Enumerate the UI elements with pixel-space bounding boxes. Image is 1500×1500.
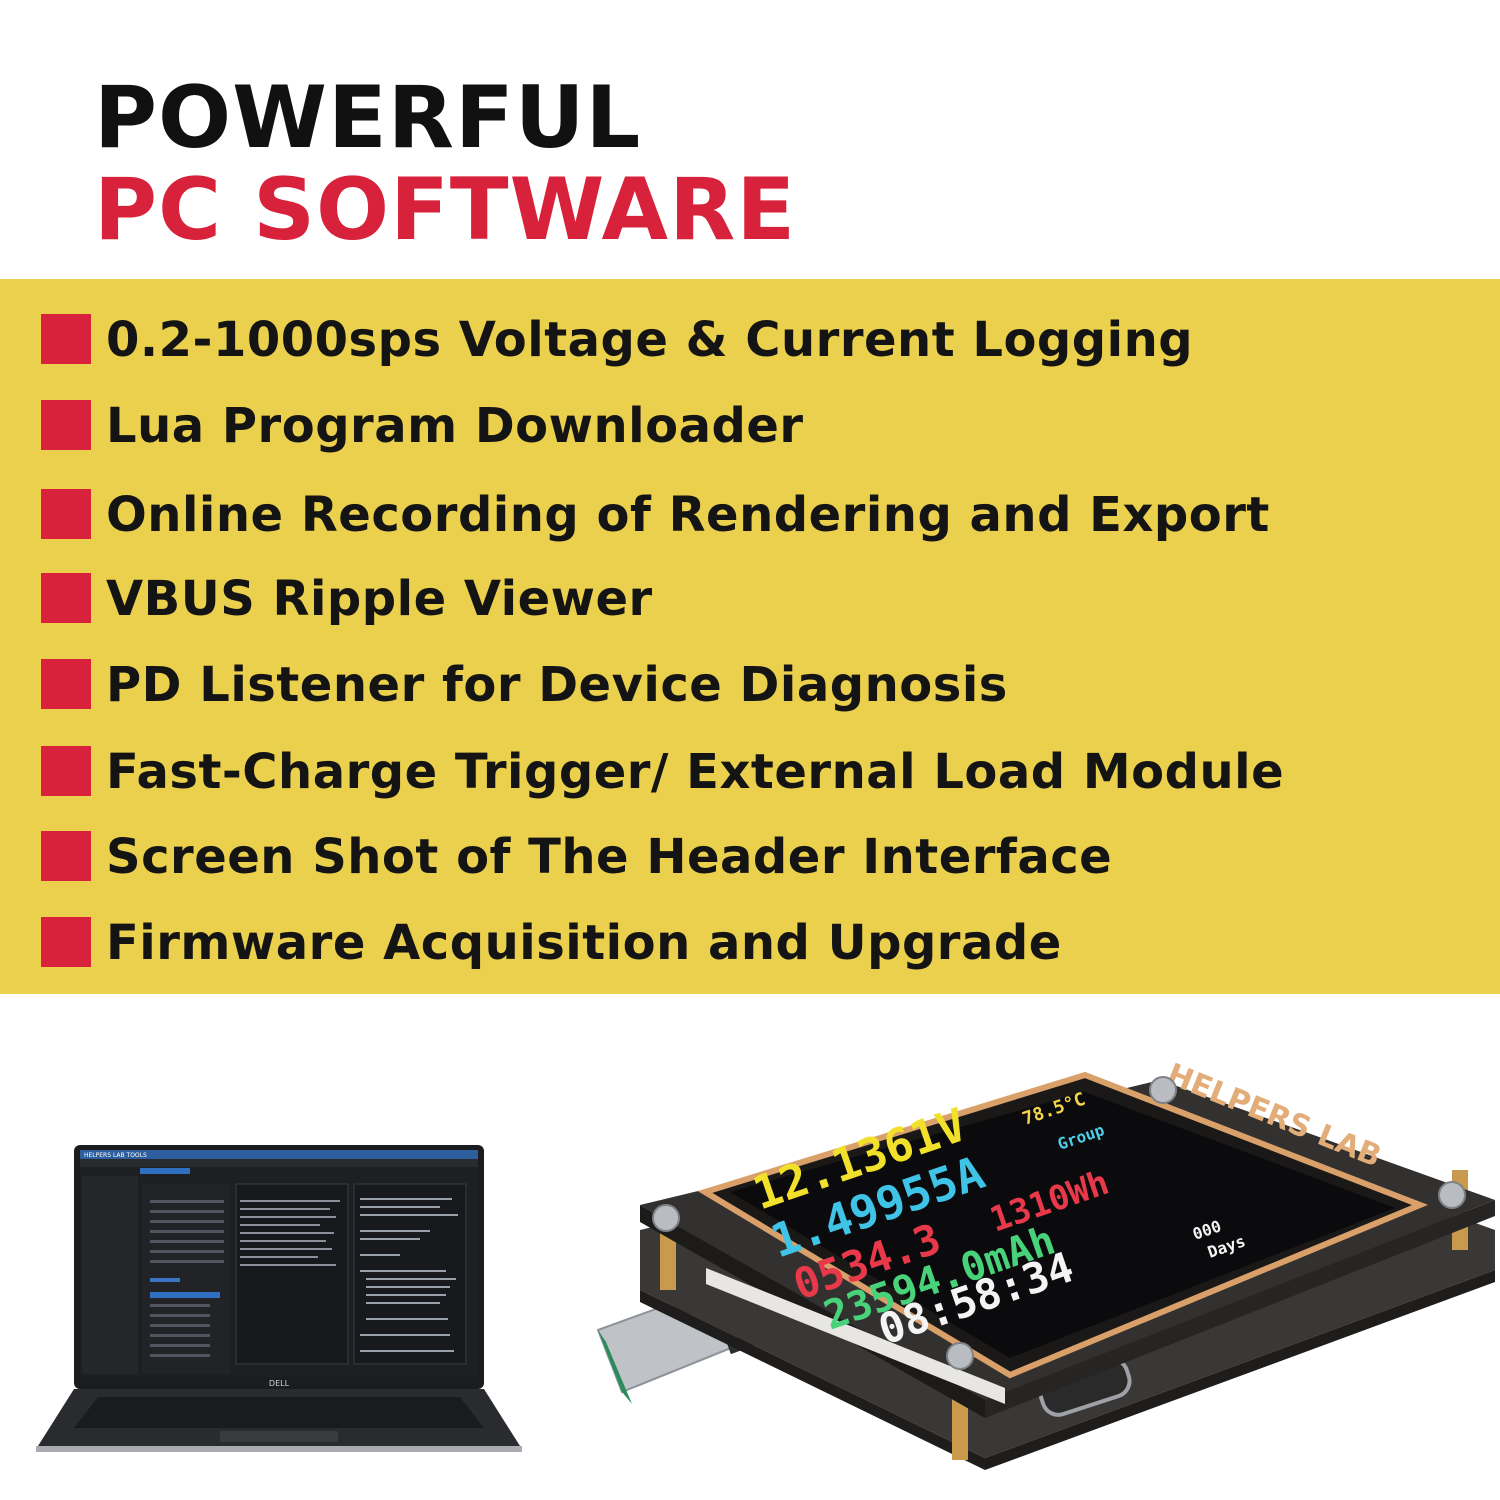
laptop-app-title: HELPERS LAB TOOLS (84, 1152, 147, 1159)
feature-item: 0.2-1000sps Voltage & Current Logging (0, 312, 1500, 394)
feature-label: Firmware Acquisition and Upgrade (106, 915, 1062, 971)
square-bullet-icon (41, 917, 91, 967)
laptop-illustration: HELPERS LAB TOOLS (36, 1145, 522, 1452)
headline-line-1: POWERFUL (94, 68, 642, 168)
feature-label: Online Recording of Rendering and Export (106, 487, 1270, 543)
screw-icon (946, 1342, 974, 1370)
feature-label: 0.2-1000sps Voltage & Current Logging (106, 312, 1194, 368)
square-bullet-icon (41, 573, 91, 623)
square-bullet-icon (41, 659, 91, 709)
usb-tester-illustration: 12.1361V 78.5°C Group 1.49955A 0534.3 13… (596, 1057, 1495, 1470)
screw-icon (1149, 1076, 1177, 1104)
feature-item: Online Recording of Rendering and Export (0, 487, 1500, 569)
square-bullet-icon (41, 314, 91, 364)
square-bullet-icon (41, 400, 91, 450)
square-bullet-icon (41, 831, 91, 881)
feature-item: PD Listener for Device Diagnosis (0, 657, 1500, 739)
product-photo: HELPERS LAB TOOLS (36, 1057, 1495, 1470)
feature-label: Screen Shot of The Header Interface (106, 829, 1113, 885)
feature-label: VBUS Ripple Viewer (106, 571, 653, 627)
headline-line-2: PC SOFTWARE (94, 160, 797, 260)
feature-item: Screen Shot of The Header Interface (0, 829, 1500, 911)
feature-item: Lua Program Downloader (0, 398, 1500, 480)
square-bullet-icon (41, 746, 91, 796)
feature-label: PD Listener for Device Diagnosis (106, 657, 1008, 713)
feature-label: Lua Program Downloader (106, 398, 804, 454)
feature-item: VBUS Ripple Viewer (0, 571, 1500, 653)
screw-icon (652, 1204, 680, 1232)
feature-item: Fast-Charge Trigger/ External Load Modul… (0, 744, 1500, 826)
screw-icon (1438, 1181, 1466, 1209)
feature-label: Fast-Charge Trigger/ External Load Modul… (106, 744, 1285, 800)
feature-item: Firmware Acquisition and Upgrade (0, 915, 1500, 997)
square-bullet-icon (41, 489, 91, 539)
features-band: 0.2-1000sps Voltage & Current Logging Lu… (0, 279, 1500, 994)
laptop-brand: DELL (269, 1379, 290, 1388)
